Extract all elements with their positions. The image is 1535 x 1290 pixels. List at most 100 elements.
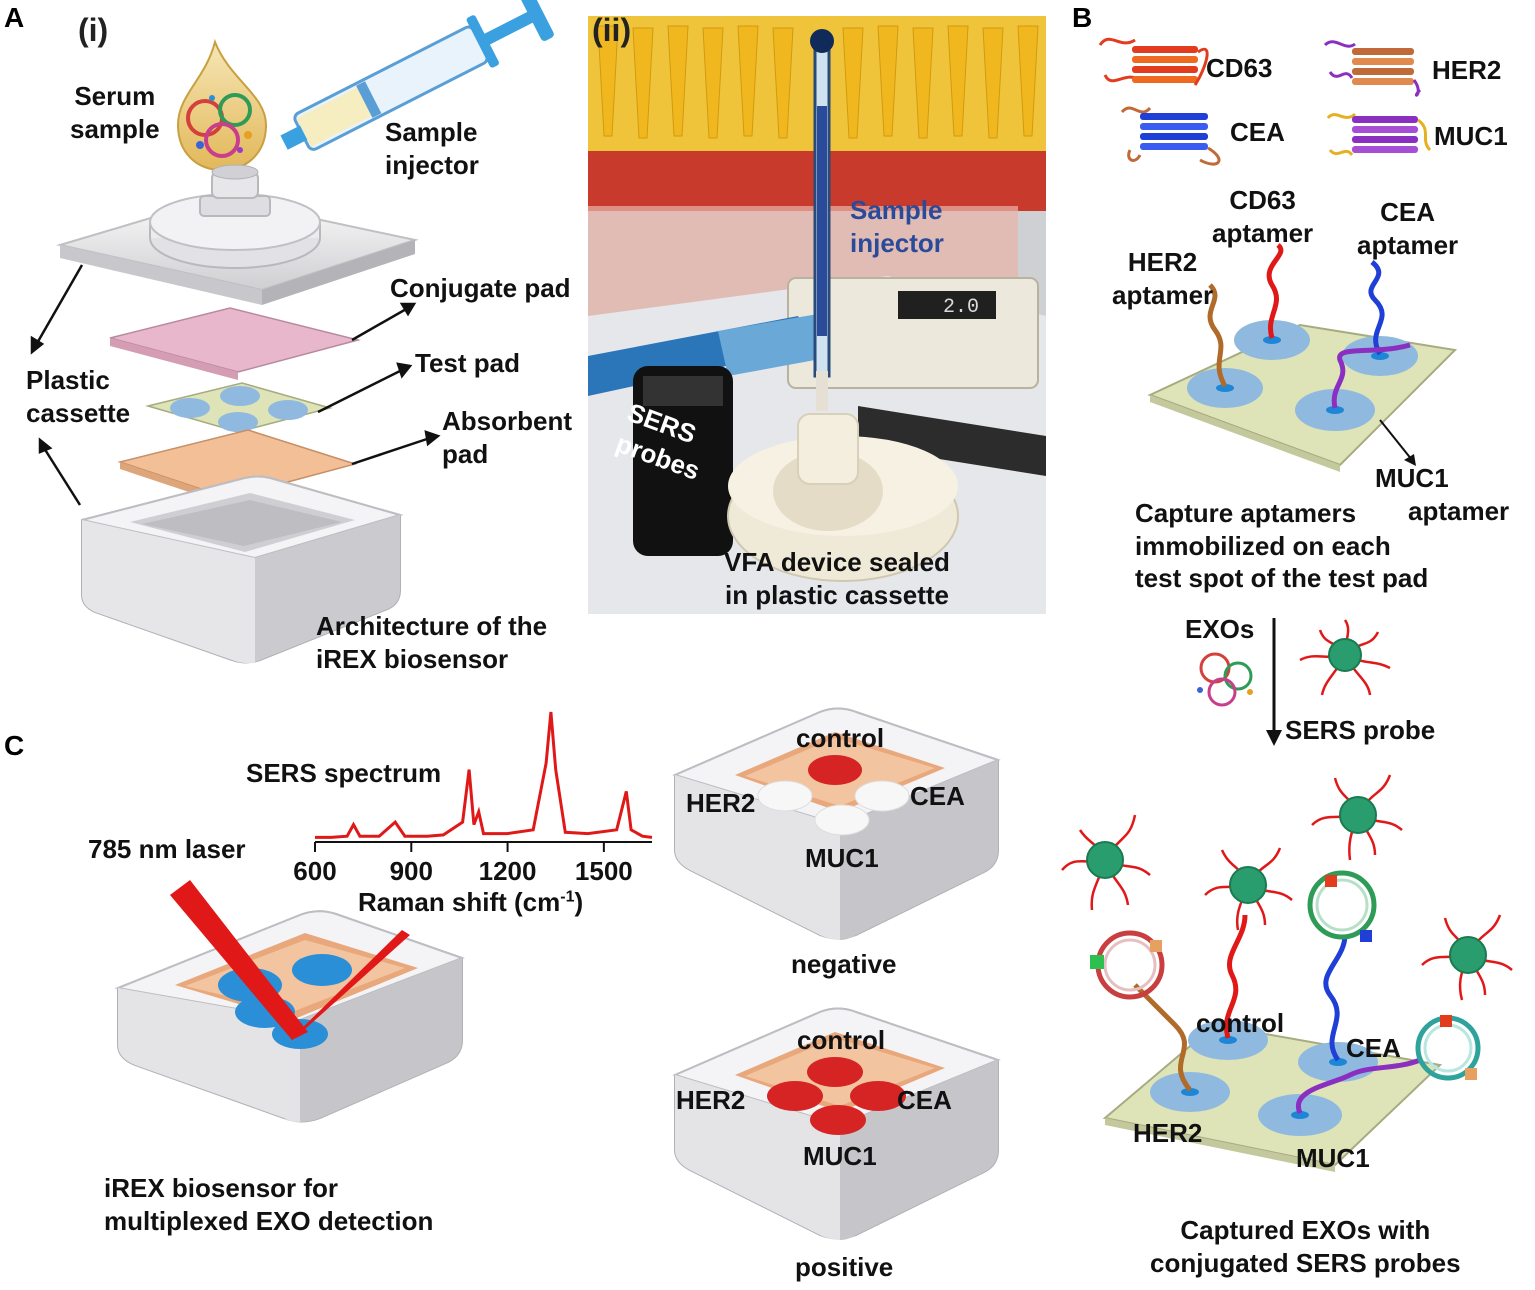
serum-sample-label: Serum sample <box>70 80 160 145</box>
laser-device <box>114 880 465 1123</box>
neg-her2-label: HER2 <box>686 788 756 818</box>
cd63-apt-line2: aptamer <box>1212 217 1314 248</box>
captured-muc1-label: MUC1 <box>1296 1143 1370 1173</box>
cea-protein-icon <box>1120 106 1221 166</box>
plastic-cassette-label: Plastic cassette <box>26 364 130 429</box>
photo-injector-line2: injector <box>850 227 944 258</box>
neg-control-label: control <box>796 723 885 753</box>
pos-control-label: control <box>797 1025 886 1055</box>
photo-vfa-line1: VFA device sealed <box>724 547 950 577</box>
captured-caption: Captured EXOs with conjugated SERS probe… <box>1150 1214 1461 1279</box>
capture-line3: test spot of the test pad <box>1135 563 1429 593</box>
aptamer-test-pad <box>1147 243 1458 472</box>
test-pad-label: Test pad <box>415 348 520 378</box>
x-axis-label: Raman shift (cm-1) <box>358 886 583 919</box>
cd63-aptamer-label: CD63 aptamer <box>1212 184 1313 249</box>
panel-a-exploded-view <box>30 0 554 664</box>
architecture-line2: iREX biosensor <box>316 643 509 674</box>
captured-cea-label: CEA <box>1346 1033 1401 1063</box>
bottom-cassette <box>81 475 404 664</box>
capture-line2: immobilized on each <box>1135 530 1391 561</box>
pos-muc1-label: MUC1 <box>803 1141 877 1171</box>
her2-apt-line1: HER2 <box>1127 247 1198 277</box>
absorbent-pad-label: Absorbent pad <box>442 405 572 470</box>
pipette-display: 2.0 <box>943 296 979 319</box>
sers-probe-icon <box>1299 619 1391 696</box>
negative-label: negative <box>791 949 897 979</box>
serum-line2: sample <box>70 113 160 144</box>
her2-protein-icon <box>1323 40 1422 97</box>
panel-b-legend <box>1098 37 1432 166</box>
capture-caption: Capture aptamers immobilized on each tes… <box>1135 497 1428 595</box>
panel-label-c: C <box>4 730 25 761</box>
injector-line1: Sample <box>385 117 478 147</box>
spectrum-chart <box>314 711 653 852</box>
device-line1: iREX biosensor for <box>104 1173 339 1203</box>
injector-label: Sample injector <box>385 116 479 181</box>
muc1-aptamer-label: MUC1 aptamer <box>1375 462 1509 527</box>
exosome-cluster-icon <box>186 93 252 158</box>
device-photo-illustration: 2.0 <box>588 16 1046 614</box>
subpanel-label-i: (i) <box>78 12 109 48</box>
device-line2: multiplexed EXO detection <box>104 1205 434 1236</box>
legend-cea: CEA <box>1230 117 1285 147</box>
legend-muc1: MUC1 <box>1434 121 1508 151</box>
architecture-caption: Architecture of the iREX biosensor <box>316 610 547 675</box>
exosome-icon <box>1197 652 1253 707</box>
cd63-protein-icon <box>1098 37 1209 86</box>
exos-label: EXOs <box>1185 614 1255 644</box>
device-photo: 2.0 Sample injector SERS probes VFA devi… <box>588 16 1046 614</box>
muc1-protein-icon <box>1326 112 1432 157</box>
muc1-apt-line2: aptamer <box>1408 495 1510 526</box>
architecture-line1: Architecture of the <box>316 611 548 641</box>
captured-her2-label: HER2 <box>1133 1118 1203 1148</box>
x-axis-label-close: ) <box>574 887 584 917</box>
panel-label-a: A <box>4 2 25 33</box>
subpanel-label-ii: (ii) <box>592 12 632 48</box>
negative-cassette <box>672 707 1001 940</box>
captured-line2: conjugated SERS probes <box>1150 1247 1461 1278</box>
laser-beam-out <box>294 930 410 1036</box>
cd63-apt-line1: CD63 <box>1229 185 1296 215</box>
exo-and-probe-icons <box>1197 618 1391 746</box>
cassette-line1: Plastic <box>26 365 110 395</box>
absorbent-line2: pad <box>442 438 489 469</box>
muc1-apt-line1: MUC1 <box>1375 463 1449 493</box>
spectrum-series-line <box>315 711 653 839</box>
x-axis-label-sup: -1 <box>560 888 575 906</box>
her2-aptamer-label: HER2 aptamer <box>1112 246 1213 311</box>
pos-her2-label: HER2 <box>676 1085 746 1115</box>
spectrum-title: SERS spectrum <box>246 758 442 788</box>
x-tick-label: 1500 <box>574 856 633 886</box>
sers-probe-label: SERS probe <box>1285 715 1436 745</box>
captured-line1: Captured EXOs with <box>1180 1215 1431 1245</box>
injector-line2: injector <box>385 149 479 180</box>
legend-her2: HER2 <box>1432 55 1502 85</box>
pos-cea-label: CEA <box>897 1085 952 1115</box>
photo-vfa-line2: in plastic cassette <box>724 579 949 610</box>
cea-aptamer-label: CEA aptamer <box>1357 196 1458 261</box>
device-caption: iREX biosensor for multiplexed EXO detec… <box>104 1172 433 1237</box>
x-tick-label: 1200 <box>478 856 537 886</box>
syringe-icon <box>280 0 554 151</box>
laser-beam-in <box>170 880 308 1040</box>
x-axis-label-main: Raman shift (cm <box>358 887 561 917</box>
photo-vfa-label: VFA device sealed in plastic cassette <box>724 546 950 611</box>
conjugate-pad <box>109 307 361 373</box>
cassette-line2: cassette <box>26 397 131 428</box>
her2-apt-line2: aptamer <box>1112 279 1214 310</box>
absorbent-line1: Absorbent <box>442 406 572 436</box>
cea-apt-line1: CEA <box>1380 197 1436 227</box>
cea-apt-line2: aptamer <box>1357 229 1459 260</box>
positive-cassette <box>672 1007 1001 1240</box>
captured-exo-assembly <box>1061 774 1513 1172</box>
positive-label: positive <box>795 1252 894 1282</box>
x-axis-ticks <box>314 842 605 852</box>
photo-injector-label: Sample injector <box>850 194 944 259</box>
panel-a-arrows <box>30 264 441 506</box>
panel-label-b: B <box>1072 2 1093 33</box>
x-tick-label: 600 <box>293 856 337 886</box>
conjugate-pad-label: Conjugate pad <box>390 273 571 303</box>
x-tick-label: 900 <box>389 856 433 886</box>
